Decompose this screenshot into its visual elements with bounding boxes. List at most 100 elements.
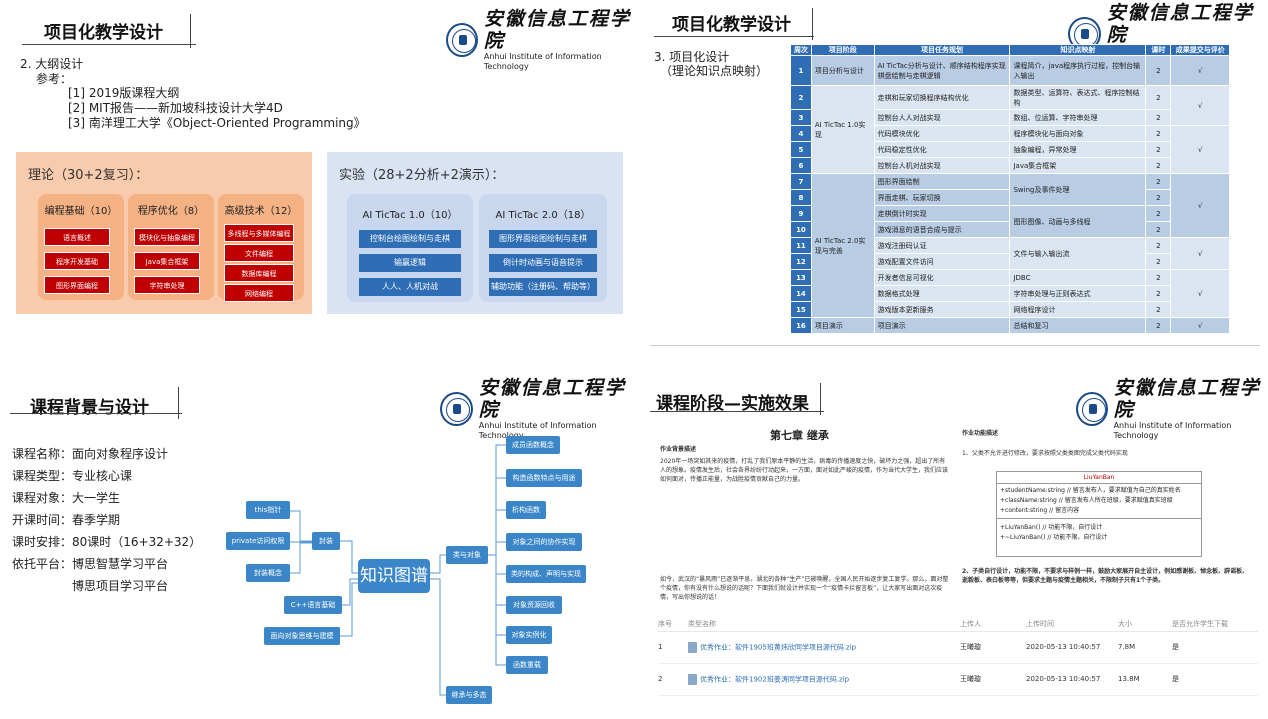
- topic-box: 多线程与多媒体编程: [224, 224, 294, 242]
- table-row: 7 AI TicTac 2.0实现与完善 图形界面绘制 Swing及事件处理 2…: [790, 173, 1230, 318]
- course-info-line: 依托平台：博思智慧学习平台: [12, 557, 169, 571]
- download-allowed-cell: 是: [1172, 663, 1258, 696]
- theory-group: 编程基础（10） 语言概述 程序开发基础 图形界面编程: [38, 194, 124, 300]
- requirement-1: 1、父类不允许进行修改，要求按照父类类图完成父类代码实现: [962, 450, 1128, 457]
- title-divider: [820, 383, 821, 415]
- uml-field: +className:string // 留言发布人所在班级，要求赋值真实班级: [1000, 497, 1173, 504]
- topic-box: 程序开发基础: [44, 252, 110, 270]
- mindmap-node-private-access: private访问权限: [226, 532, 290, 550]
- lab-title: 实验（28+2分析+2演示）：: [339, 168, 505, 183]
- week-cell: 8: [790, 189, 812, 206]
- stage-cell: AI TicTac 1.0实现: [810, 85, 875, 174]
- course-info-line: 开课时间：春季学期: [12, 513, 121, 527]
- group-title: AI TicTac 1.0（10）: [362, 210, 458, 221]
- lab-task-box: 人人、人机对战: [359, 278, 461, 296]
- topic-box: 数据库编程: [224, 264, 294, 282]
- file-size-cell: 7.8M: [1118, 631, 1172, 664]
- knowledge-cell: JDBC: [1009, 269, 1147, 286]
- column-header: 项目阶段: [810, 44, 875, 56]
- course-info-line: 博思项目学习平台: [72, 579, 169, 593]
- column-header: 项目任务规划: [873, 44, 1011, 56]
- task-cell: 游戏注册码认证: [873, 237, 1011, 254]
- knowledge-cell: 抽象编程，异常处理: [1009, 141, 1147, 158]
- hours-cell: 2: [1145, 221, 1172, 238]
- mindmap-center-node: 知识图谱: [358, 559, 430, 593]
- title-underline: [22, 44, 196, 45]
- hours-cell: 2: [1145, 301, 1172, 318]
- mindmap-node-encapsulation-concept: 封装概念: [246, 564, 290, 582]
- slide-project-mapping: 项目化教学设计 安徽信息工程学院 Anhui Institute of Info…: [640, 0, 1268, 350]
- hours-cell: 2: [1145, 189, 1172, 206]
- file-index: 2: [658, 663, 688, 696]
- hours-cell: 2: [1145, 269, 1172, 286]
- topic-box: Java集合框架: [134, 252, 200, 270]
- file-index: 1: [658, 631, 688, 664]
- title-divider: [178, 387, 179, 419]
- title-underline: [650, 411, 824, 412]
- table-header-row: 序号 类型名称 上传人 上传时间 大小 是否允许学生下载: [658, 617, 1258, 632]
- column-header: 上传时间: [1026, 617, 1118, 632]
- slide-title: 项目化教学设计: [44, 23, 163, 43]
- school-seal-icon: [446, 23, 478, 57]
- mindmap-node-constructor: 构造函数特点与用途: [506, 469, 582, 487]
- mindmap-node-inheritance: 继承与多态: [446, 686, 492, 704]
- task-cell: 代码模块优化: [873, 125, 1011, 142]
- check-cell: √: [1170, 85, 1230, 126]
- file-size-cell: 13.8M: [1118, 663, 1172, 696]
- hours-cell: 2: [1145, 109, 1172, 126]
- section-heading: 3. 项目化设计: [654, 50, 730, 64]
- knowledge-cell: 总结和复习: [1009, 317, 1147, 334]
- task-cell: 控制台人人对战实现: [873, 109, 1011, 126]
- title-divider: [190, 14, 191, 48]
- logo-chinese-name: 安徽信息工程学院: [483, 8, 631, 52]
- slide-bottom-rule: [650, 345, 1260, 346]
- week-cell: 15: [790, 301, 812, 318]
- requirement-2: 2、子类自行设计，功能不限，不要求与样例一样，鼓励大家展开自主设计，例如感谢板、…: [962, 568, 1249, 584]
- school-seal-icon: [440, 392, 473, 426]
- assignment-background-text2: 如今，武汉的“暴风雨”已逐渐平息，湖北的各种“生产”已被唤醒，全国人民开始逐步复…: [660, 576, 949, 601]
- knowledge-cell: 字符串处理与正则表达式: [1009, 285, 1147, 302]
- upload-time-cell: 2020-05-13 10:40:57: [1026, 631, 1118, 664]
- reference-label: 参考：: [36, 72, 73, 86]
- stage-cell: 项目分析与设计: [810, 55, 875, 86]
- hours-cell: 2: [1145, 237, 1172, 254]
- task-cell: 数据格式处理: [873, 285, 1011, 302]
- title-divider: [812, 8, 813, 40]
- column-header: 课时: [1145, 44, 1172, 56]
- week-cell: 6: [790, 157, 812, 174]
- table-row: 1 优秀作业：软件1905班黄炜欣同学项目源代码.zip 王曦璇 2020-05…: [658, 631, 1258, 664]
- lab-task-box: 图形界面绘图绘制与走棋: [489, 230, 597, 248]
- uml-class-diagram: LiuYanBan +studentName:string // 留言发布人，要…: [996, 471, 1202, 557]
- hours-cell: 2: [1145, 253, 1172, 270]
- topic-box: 语言概述: [44, 228, 110, 246]
- knowledge-cell: 课程简介，java程序执行过程，控制台输入输出: [1009, 55, 1147, 86]
- stage-cell: 项目演示: [810, 317, 875, 334]
- mindmap-node-this-pointer: this指针: [246, 501, 290, 519]
- logo-chinese-name: 安徽信息工程学院: [1106, 2, 1254, 46]
- week-cell: 16: [790, 317, 812, 334]
- file-link[interactable]: 优秀作业：软件1902班姜涛同学项目源代码.zip: [700, 675, 850, 683]
- upload-time-cell: 2020-05-13 10:40:57: [1026, 663, 1118, 696]
- column-header: 类型名称: [688, 617, 960, 632]
- file-link[interactable]: 优秀作业：软件1905班黄炜欣同学项目源代码.zip: [700, 643, 857, 651]
- topic-box: 图形界面编程: [44, 276, 110, 294]
- table-row: 4 代码模块优化 程序模块化与面向对象 2 √: [790, 125, 1230, 174]
- column-header: 知识点映射: [1009, 44, 1147, 56]
- lab-task-box: 辅助功能（注册码、帮助等）: [489, 278, 597, 296]
- school-logo: 安徽信息工程学院 Anhui Institute of Information …: [440, 377, 640, 441]
- task-cell: 图形界面绘制: [873, 173, 1011, 190]
- group-title: 高级技术（12）: [224, 206, 298, 217]
- task-cell: 游戏配置文件访问: [873, 253, 1011, 270]
- knowledge-cell: 文件与输入输出流: [1009, 237, 1147, 270]
- task-cell: 走棋倒计时实现: [873, 205, 1011, 222]
- course-info-line: 课程名称：面向对象程序设计: [12, 447, 169, 461]
- lab-panel: 实验（28+2分析+2演示）： AI TicTac 1.0（10） 控制台绘图绘…: [327, 152, 623, 314]
- hours-cell: 2: [1145, 205, 1172, 222]
- knowledge-cell: Java集合框架: [1009, 157, 1147, 174]
- table-row: 10 游戏消息的语音合成与提示 2: [790, 221, 1230, 238]
- column-header: 上传人: [960, 617, 1026, 632]
- reference-item: [1] 2019版课程大纲: [68, 86, 180, 100]
- title-underline: [10, 413, 182, 414]
- mindmap-node-cpp-basics: C++语言基础: [284, 596, 342, 614]
- week-cell: 5: [790, 141, 812, 158]
